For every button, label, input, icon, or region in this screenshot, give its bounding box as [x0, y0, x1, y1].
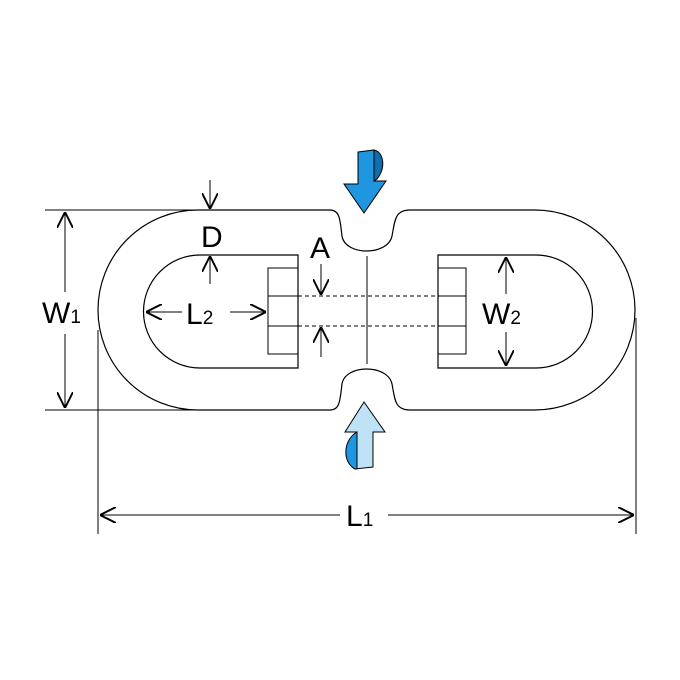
l1-label: L1 [346, 500, 373, 533]
d-label: D [201, 221, 223, 254]
w1-label: W1 [42, 297, 81, 330]
l2-label: L2 [186, 298, 213, 331]
rotation-arrow-up-icon [344, 401, 386, 470]
right-pin-head [437, 267, 467, 355]
w2-label: W2 [482, 298, 521, 331]
left-pin-head [267, 267, 299, 355]
a-label: A [310, 232, 330, 265]
rotation-arrow-down-icon [343, 149, 387, 214]
